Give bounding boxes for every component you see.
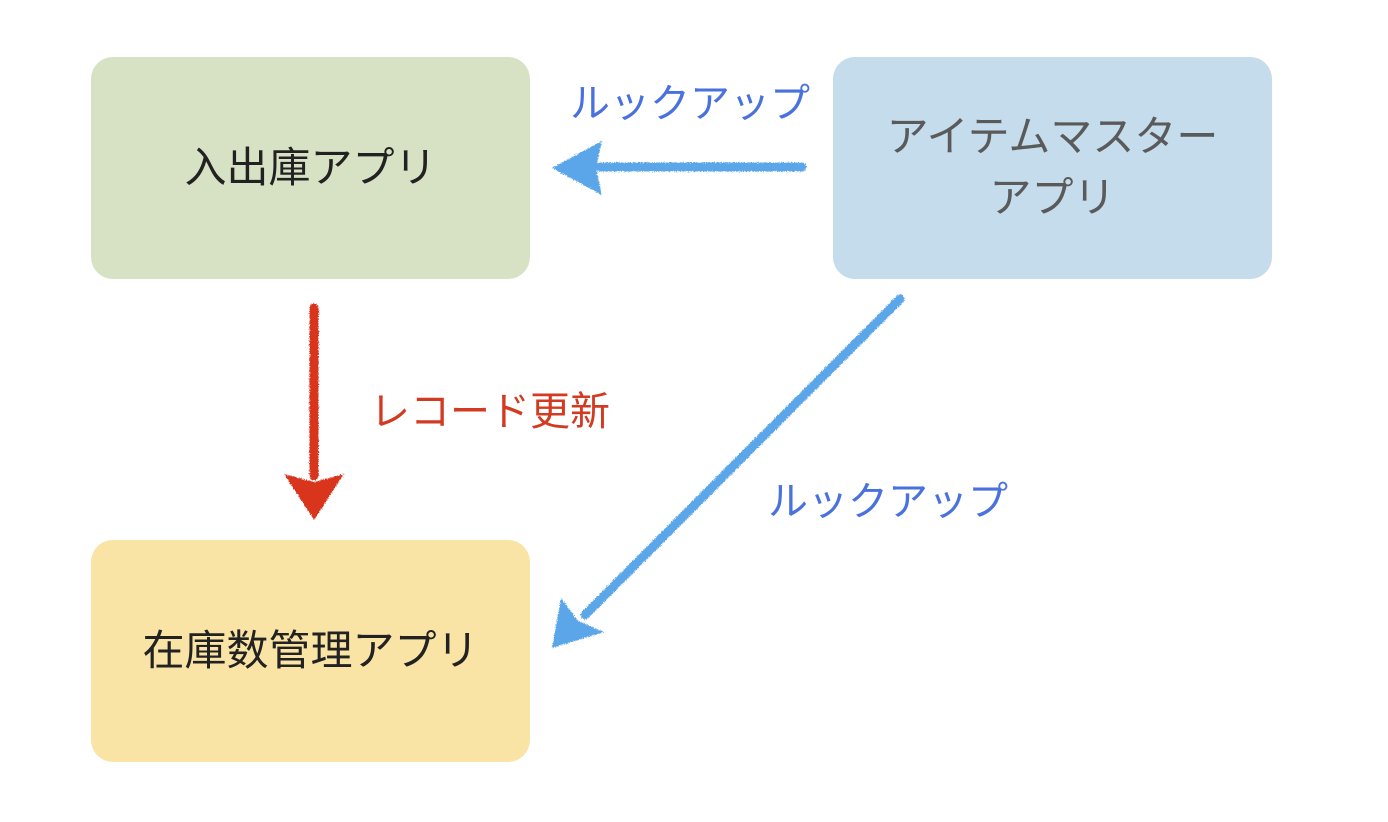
record-update-arrow	[284, 303, 344, 520]
lookup-label-top: ルックアップ	[570, 81, 810, 127]
record-update-label: レコード更新	[370, 389, 610, 435]
lookup-arrow-diagonal	[552, 294, 905, 648]
inout-app-label: 入出庫アプリ	[184, 142, 437, 192]
stock-app-label: 在庫数管理アプリ	[142, 625, 479, 675]
item-master-app-label: アイテムマスター アプリ	[886, 112, 1219, 222]
stock-app-box: 在庫数管理アプリ	[91, 540, 530, 762]
inout-app-box: 入出庫アプリ	[91, 57, 530, 279]
lookup-label-diagonal: ルックアップ	[768, 479, 1008, 525]
lookup-arrow-top	[552, 141, 807, 195]
item-master-app-box: アイテムマスター アプリ	[833, 57, 1272, 279]
